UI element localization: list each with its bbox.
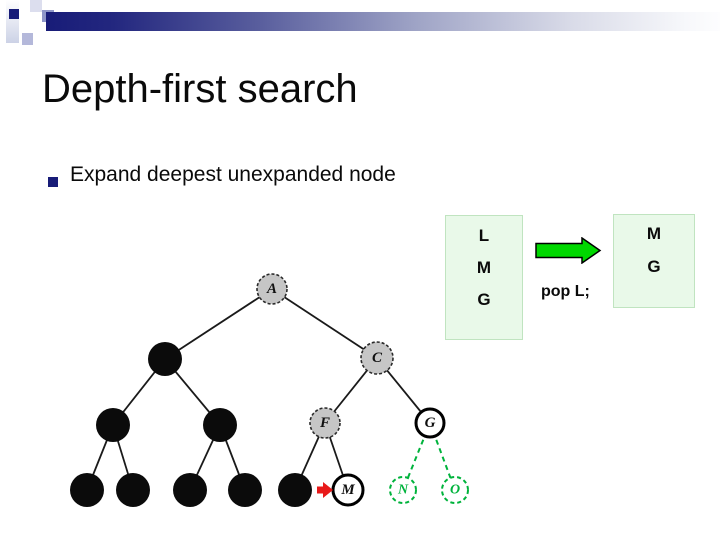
- black-node: [203, 408, 237, 442]
- page-title: Depth-first search: [42, 67, 358, 111]
- node-G: G: [414, 407, 446, 439]
- black-node: [96, 408, 130, 442]
- stack-item: M: [476, 258, 492, 277]
- node-N-label: N: [397, 483, 409, 498]
- search-tree-diagram: A C F G M: [70, 273, 469, 507]
- stack-item: M: [646, 224, 662, 243]
- node-C-label: C: [372, 350, 383, 366]
- stack-item: G: [477, 290, 491, 309]
- stack-before: L M G: [445, 215, 523, 340]
- header-small-square: [22, 33, 33, 45]
- node-O: O: [441, 476, 469, 504]
- bullet-square-icon: [48, 177, 58, 187]
- node-F: F: [309, 407, 341, 439]
- pop-arrow-icon: [535, 237, 602, 264]
- black-nodes: [70, 342, 312, 507]
- black-node: [148, 342, 182, 376]
- node-C: C: [360, 341, 394, 375]
- node-F-label: F: [319, 415, 330, 431]
- header-pale-square: [30, 0, 42, 12]
- black-node: [116, 473, 150, 507]
- bullet-text: Expand deepest unexpanded node: [70, 163, 396, 186]
- black-node: [228, 473, 262, 507]
- current-node-marker-icon: [317, 482, 333, 498]
- node-A-label: A: [266, 281, 277, 297]
- node-N: N: [389, 476, 417, 504]
- node-M-label: M: [340, 482, 355, 498]
- black-node: [173, 473, 207, 507]
- header-navy-square: [9, 9, 19, 19]
- stack-item: L: [478, 226, 490, 245]
- header-gradient-strip: [6, 0, 19, 43]
- header-gradient-bar: [46, 12, 720, 31]
- pop-operation-label: pop L;: [541, 283, 590, 300]
- node-M: M: [331, 473, 365, 507]
- node-O-label: O: [450, 483, 460, 498]
- black-node: [70, 473, 104, 507]
- node-G-label: G: [425, 415, 436, 431]
- stack-item: G: [647, 257, 661, 276]
- black-node: [278, 473, 312, 507]
- tree-edges: [86, 288, 431, 491]
- node-A: A: [256, 273, 288, 305]
- stack-after: M G: [613, 214, 695, 308]
